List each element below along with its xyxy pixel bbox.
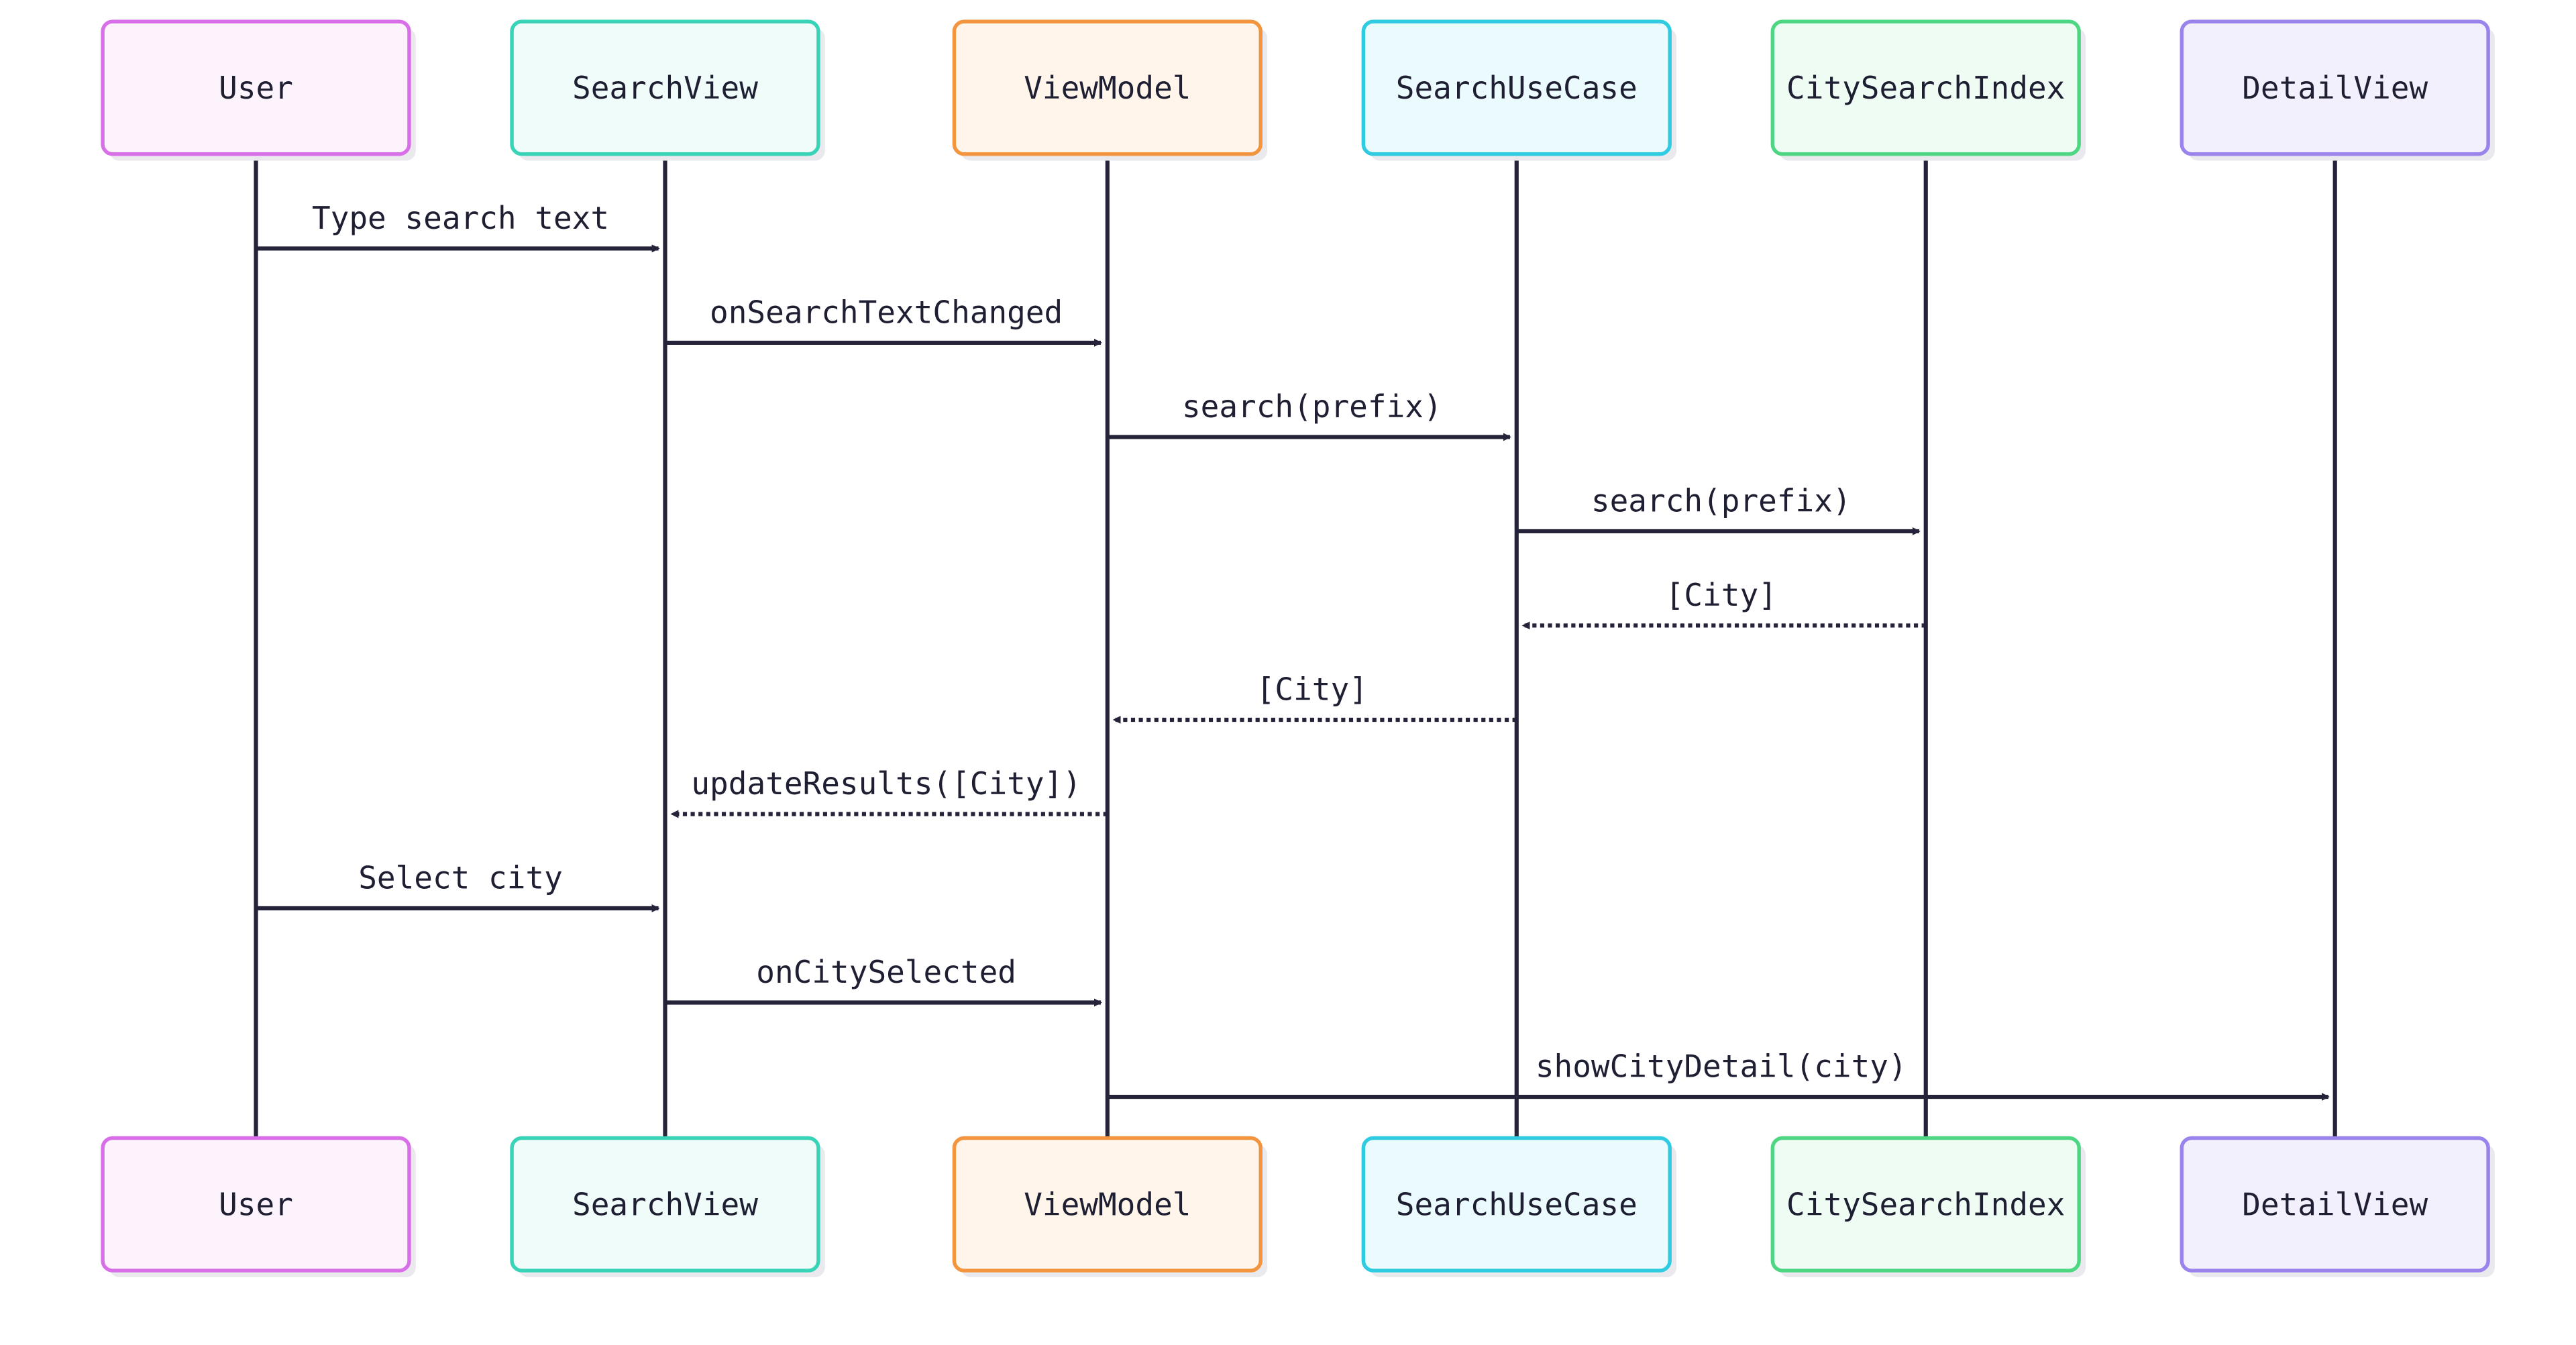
participant-label: DetailView <box>2242 1186 2428 1222</box>
participant-label: ViewModel <box>1024 1186 1191 1222</box>
participant-label: CitySearchIndex <box>1786 70 2065 106</box>
participants-layer: UserUserSearchViewSearchViewViewModelVie… <box>101 19 2495 1277</box>
participant-box <box>510 19 820 156</box>
participant-label: User <box>219 70 293 106</box>
participant-box <box>952 19 1263 156</box>
participant-box <box>510 1136 820 1273</box>
message-label: Select city <box>358 859 563 896</box>
message-6: [City] <box>1112 671 1517 724</box>
message-9: onCitySelected <box>665 954 1102 1007</box>
participant-bottom-user: User <box>101 1136 416 1277</box>
message-2: onSearchTextChanged <box>665 294 1102 347</box>
participant-top-city-search-index: CitySearchIndex <box>1770 19 2086 161</box>
participant-label: SearchView <box>572 1186 758 1222</box>
participant-box <box>2180 1136 2490 1273</box>
message-10: showCityDetail(city) <box>1107 1048 2330 1101</box>
participant-box <box>1770 19 2081 156</box>
message-label: onCitySelected <box>756 954 1016 990</box>
message-label: onSearchTextChanged <box>710 294 1063 330</box>
participant-top-search-use-case: SearchUseCase <box>1361 19 1677 161</box>
participant-box <box>1770 1136 2081 1273</box>
participant-top-user: User <box>101 19 416 161</box>
participant-bottom-search-view: SearchView <box>510 1136 825 1277</box>
participant-box <box>101 1136 411 1273</box>
participant-top-search-view: SearchView <box>510 19 825 161</box>
participant-label: CitySearchIndex <box>1786 1186 2065 1222</box>
message-label: updateResults([City]) <box>691 765 1081 802</box>
messages-layer: Type search text onSearchTextChanged searc… <box>256 200 2330 1101</box>
participant-box <box>952 1136 1263 1273</box>
lifelines-layer <box>254 154 2337 1138</box>
participant-top-detail-view: DetailView <box>2180 19 2495 161</box>
message-8: Select city <box>256 859 660 913</box>
participant-label: SearchUseCase <box>1396 70 1638 106</box>
participant-box <box>101 19 411 156</box>
participant-bottom-detail-view: DetailView <box>2180 1136 2495 1277</box>
participant-label: User <box>219 1186 293 1222</box>
participant-label: DetailView <box>2242 70 2428 106</box>
participant-bottom-view-model: ViewModel <box>952 1136 1268 1277</box>
participant-label: SearchView <box>572 70 758 106</box>
participant-box <box>2180 19 2490 156</box>
message-4: search(prefix) <box>1516 482 1921 535</box>
message-label: search(prefix) <box>1182 388 1442 425</box>
message-label: search(prefix) <box>1591 482 1851 519</box>
message-label: showCityDetail(city) <box>1536 1048 1907 1084</box>
participant-bottom-search-use-case: SearchUseCase <box>1361 1136 1677 1277</box>
message-label: [City] <box>1666 577 1777 613</box>
message-label: Type search text <box>312 200 609 236</box>
participant-bottom-city-search-index: CitySearchIndex <box>1770 1136 2086 1277</box>
participant-box <box>1361 1136 1672 1273</box>
participant-box <box>1361 19 1672 156</box>
message-7: updateResults([City]) <box>670 765 1108 818</box>
participant-label: ViewModel <box>1024 70 1191 106</box>
participant-top-view-model: ViewModel <box>952 19 1268 161</box>
participant-label: SearchUseCase <box>1396 1186 1638 1222</box>
message-1: Type search text <box>256 200 660 253</box>
message-5: [City] <box>1521 577 1926 630</box>
message-3: search(prefix) <box>1107 388 1511 441</box>
message-label: [City] <box>1256 671 1368 707</box>
